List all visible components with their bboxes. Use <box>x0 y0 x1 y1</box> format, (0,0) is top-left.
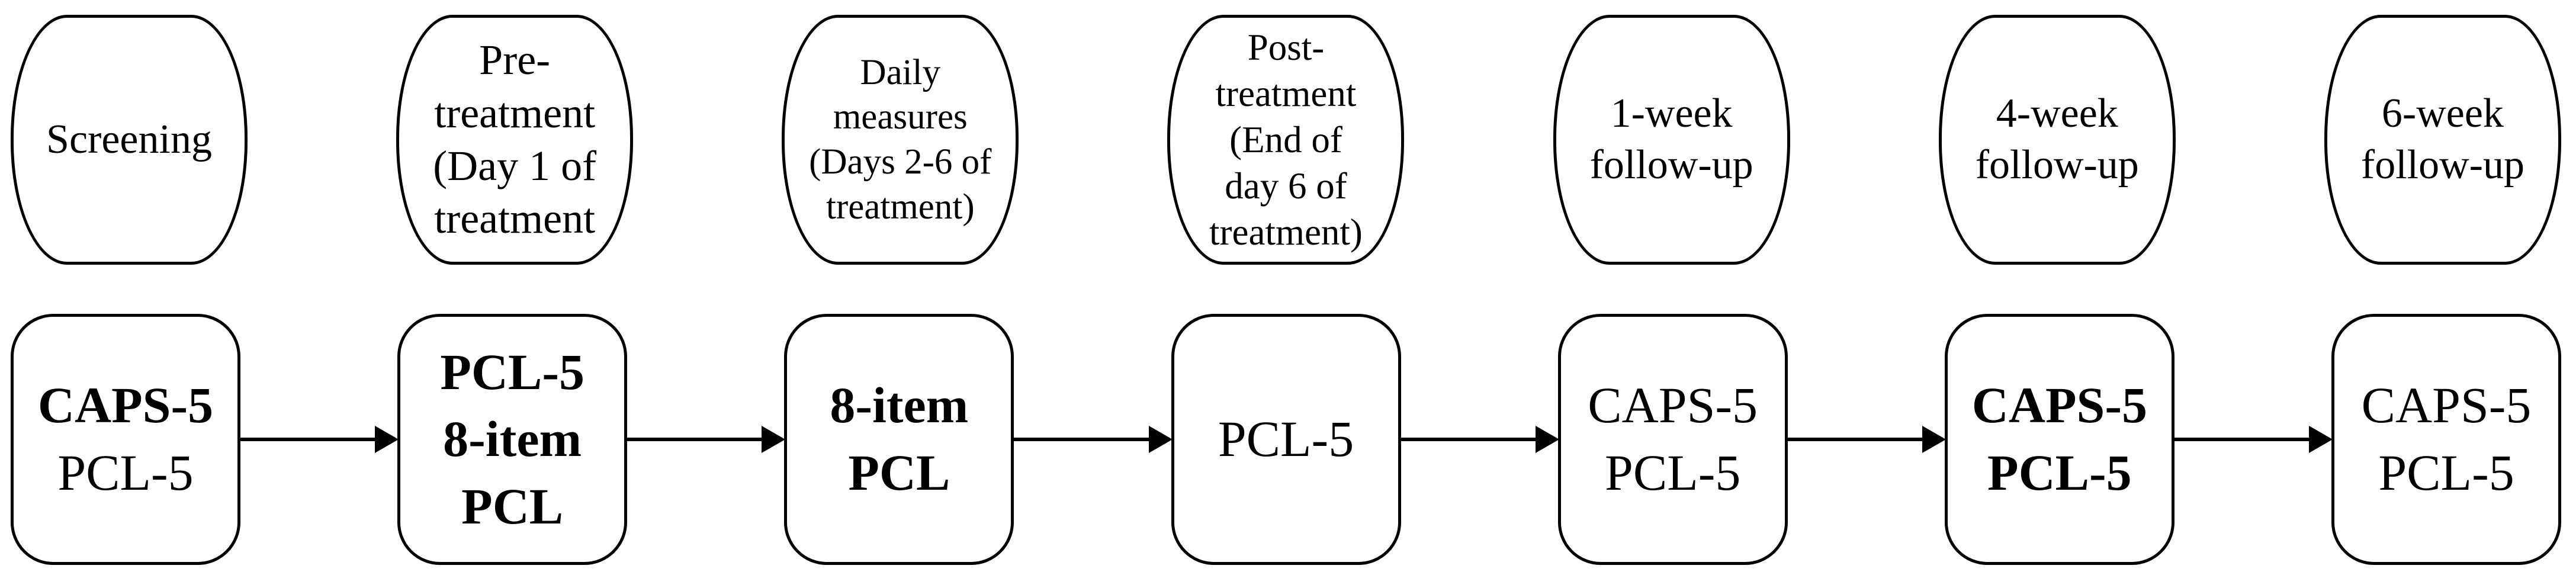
measure-line: PCL-5 <box>1987 444 2132 501</box>
stage-label: Pre- treatment (Day 1 of treatment <box>433 34 596 245</box>
stage-line: (End of <box>1229 118 1342 160</box>
arrow-shaft <box>1013 438 1149 441</box>
measure-line: PCL-5 <box>2378 444 2514 501</box>
stage-line: Pre- <box>479 36 551 84</box>
stage-line: 4-week <box>1996 91 2118 137</box>
stage-label: 6-week follow-up <box>2361 88 2524 191</box>
stage-box-4-week-follow-up: 4-week follow-up <box>1938 15 2176 265</box>
stage-box-6-week-follow-up: 6-week follow-up <box>2324 15 2561 265</box>
stage-line: 6-week <box>2381 91 2504 137</box>
measure-line: PCL-5 <box>1605 444 1741 501</box>
stage-line: 1-week <box>1610 91 1733 137</box>
arrow-right-icon <box>1922 426 1946 453</box>
stage-box-1-week-follow-up: 1-week follow-up <box>1553 15 1790 265</box>
measure-box-post-treatment: PCL-5 <box>1171 314 1401 565</box>
arrow-shaft <box>1786 438 1922 441</box>
stage-row: Screening Pre- treatment (Day 1 of treat… <box>11 15 2561 265</box>
stage-label: Post- treatment (End of day 6 of treatme… <box>1209 24 1363 256</box>
measures-row: CAPS-5 PCL-5 PCL-5 8-item PCL 8-item PCL… <box>11 314 2562 565</box>
stage-line: Screening <box>46 116 212 162</box>
stage-box-screening: Screening <box>11 15 248 265</box>
flow-arrow-6 <box>2173 314 2333 565</box>
stage-line: measures <box>833 97 968 137</box>
measure-box-pre-treatment: PCL-5 8-item PCL <box>397 314 628 565</box>
measure-box-6-week-follow-up: CAPS-5 PCL-5 <box>2331 314 2562 565</box>
stage-box-pre-treatment: Pre- treatment (Day 1 of treatment <box>396 15 634 265</box>
arrow-right-icon <box>762 426 786 453</box>
flow-arrow-3 <box>1013 314 1173 565</box>
measure-line: PCL-5 <box>440 343 584 400</box>
stage-line: follow-up <box>1975 142 2139 188</box>
stage-line: follow-up <box>2360 142 2524 188</box>
stage-label: 1-week follow-up <box>1590 88 1753 191</box>
measure-box-screening: CAPS-5 PCL-5 <box>11 314 240 565</box>
stage-line: treatment) <box>1209 211 1363 253</box>
measure-line: PCL-5 <box>57 444 194 501</box>
stage-line: treatment) <box>826 187 975 227</box>
stage-box-daily-measures: Daily measures (Days 2-6 of treatment) <box>782 15 1019 265</box>
stage-box-post-treatment: Post- treatment (End of day 6 of treatme… <box>1167 15 1405 265</box>
stage-line: (Days 2-6 of <box>809 142 992 182</box>
measure-box-1-week-follow-up: CAPS-5 PCL-5 <box>1557 314 1788 565</box>
arrow-shaft <box>1399 438 1536 441</box>
stage-line: (Day 1 of <box>433 142 597 189</box>
arrow-right-icon <box>1148 426 1173 453</box>
measure-line: PCL <box>848 444 950 501</box>
measure-line: 8-item <box>443 410 582 468</box>
measure-line: CAPS-5 <box>2361 377 2532 434</box>
stage-line: day 6 of <box>1225 165 1347 207</box>
measure-line: CAPS-5 <box>1971 377 2147 434</box>
arrow-shaft <box>2173 438 2310 441</box>
arrow-shaft <box>626 438 762 441</box>
measure-line: 8-item <box>830 377 969 434</box>
stage-label: 4-week follow-up <box>1976 88 2139 191</box>
flow-arrow-5 <box>1786 314 1946 565</box>
arrow-shaft <box>239 438 375 441</box>
flow-arrow-4 <box>1399 314 1559 565</box>
measure-line: CAPS-5 <box>37 377 214 434</box>
flow-arrow-2 <box>626 314 786 565</box>
stage-line: follow-up <box>1589 142 1753 188</box>
measure-box-daily-measures: 8-item PCL <box>784 314 1014 565</box>
measure-line: CAPS-5 <box>1588 377 1758 434</box>
stage-line: treatment <box>434 195 596 243</box>
measure-box-4-week-follow-up: CAPS-5 PCL-5 <box>1944 314 2174 565</box>
arrow-right-icon <box>1535 426 1559 453</box>
stage-line: treatment <box>1215 72 1357 114</box>
stage-line: Daily <box>860 52 941 92</box>
stage-label: Daily measures (Days 2-6 of treatment) <box>809 50 991 230</box>
stage-label: Screening <box>46 114 212 166</box>
stage-line: Post- <box>1247 26 1325 68</box>
measure-line: PCL-5 <box>1218 410 1354 468</box>
arrow-right-icon <box>375 426 399 453</box>
stage-line: treatment <box>434 89 596 137</box>
arrow-right-icon <box>2309 426 2333 453</box>
measure-line: PCL <box>461 477 564 535</box>
flow-arrow-1 <box>239 314 399 565</box>
